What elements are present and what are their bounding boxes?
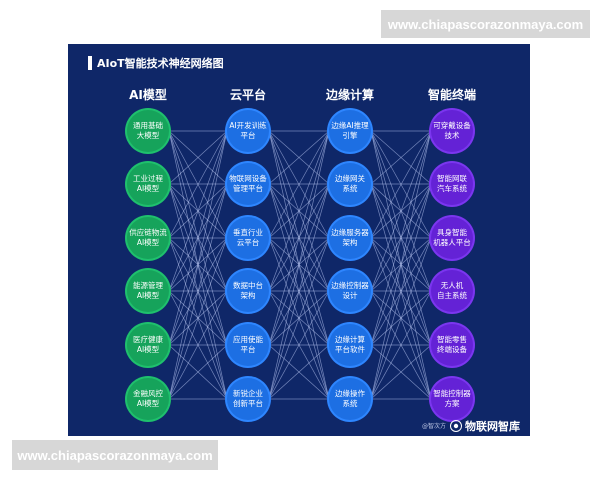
node-label: 可穿戴设备 技术 xyxy=(433,121,471,140)
node-edge-computing-5[interactable]: 边缘计算 平台软件 xyxy=(329,324,371,366)
watermark-bottom: www.chiapascorazonmaya.com xyxy=(12,440,218,470)
column-header-edge-computing: 边缘计算 xyxy=(325,88,374,102)
node-cloud-platform-1[interactable]: AI开发训练 平台 xyxy=(227,110,269,152)
node-ai-model-5[interactable]: 医疗健康 AI模型 xyxy=(127,324,169,366)
node-label: 垂直行业 云平台 xyxy=(233,228,263,247)
node-label: 边缘AI推理 引擎 xyxy=(331,121,369,140)
brand-logo-icon xyxy=(450,420,462,432)
node-label: 物联网设备 管理平台 xyxy=(229,174,267,193)
node-ai-model-4[interactable]: 能源管理 AI模型 xyxy=(127,270,169,312)
node-label: AI开发训练 平台 xyxy=(229,121,267,140)
node-smart-terminal-1[interactable]: 可穿戴设备 技术 xyxy=(431,110,473,152)
node-label: 供应链物流 AI模型 xyxy=(129,228,167,247)
column-header-cloud-platform: 云平台 xyxy=(229,88,266,102)
node-cloud-platform-4[interactable]: 数据中台 架构 xyxy=(227,270,269,312)
node-label: 通用基础 大模型 xyxy=(133,121,163,140)
node-ai-model-3[interactable]: 供应链物流 AI模型 xyxy=(127,217,169,259)
node-label: 边缘操作 系统 xyxy=(335,389,365,408)
node-ai-model-1[interactable]: 通用基础 大模型 xyxy=(127,110,169,152)
node-ai-model-6[interactable]: 金融风控 AI模型 xyxy=(127,378,169,420)
node-label: 能源管理 AI模型 xyxy=(133,281,163,300)
node-ai-model-2[interactable]: 工业过程 AI模型 xyxy=(127,163,169,205)
watermark-top: www.chiapascorazonmaya.com xyxy=(381,10,590,38)
node-edge-computing-2[interactable]: 边缘网关 系统 xyxy=(329,163,371,205)
title-accent-bar xyxy=(88,56,92,70)
node-smart-terminal-5[interactable]: 智能零售 终端设备 xyxy=(431,324,473,366)
node-smart-terminal-2[interactable]: 智能网联 汽车系统 xyxy=(431,163,473,205)
node-label: 医疗健康 AI模型 xyxy=(133,335,163,354)
column-header-ai-model: AI模型 xyxy=(129,88,167,102)
brand-name: 物联网智库 xyxy=(465,420,520,433)
node-label: 智能零售 终端设备 xyxy=(437,335,467,354)
node-label: 智能网联 汽车系统 xyxy=(437,174,467,193)
column-header-smart-terminal: 智能终端 xyxy=(427,88,476,102)
node-label: 边缘网关 系统 xyxy=(335,174,365,193)
node-smart-terminal-6[interactable]: 智能控制器 方案 xyxy=(431,378,473,420)
node-smart-terminal-4[interactable]: 无人机 自主系统 xyxy=(431,270,473,312)
node-cloud-platform-6[interactable]: 新锐企业 创新平台 xyxy=(227,378,269,420)
node-label: 工业过程 AI模型 xyxy=(133,174,163,193)
diagram-title: AIoT智能技术神经网络图 xyxy=(97,57,224,70)
node-cloud-platform-2[interactable]: 物联网设备 管理平台 xyxy=(227,163,269,205)
node-label: 应用使能 平台 xyxy=(233,335,263,354)
node-label: 无人机 自主系统 xyxy=(437,281,467,300)
node-label: 边缘计算 平台软件 xyxy=(335,335,365,354)
node-cloud-platform-5[interactable]: 应用使能 平台 xyxy=(227,324,269,366)
node-edge-computing-6[interactable]: 边缘操作 系统 xyxy=(329,378,371,420)
node-edge-computing-1[interactable]: 边缘AI推理 引擎 xyxy=(329,110,371,152)
node-edge-computing-4[interactable]: 边缘控制器 设计 xyxy=(329,270,371,312)
node-smart-terminal-3[interactable]: 具身智能 机器人平台 xyxy=(431,217,473,259)
node-label: 边缘控制器 设计 xyxy=(331,281,369,300)
node-label: 具身智能 机器人平台 xyxy=(433,228,471,247)
node-label: 数据中台 架构 xyxy=(233,281,263,300)
node-cloud-platform-3[interactable]: 垂直行业 云平台 xyxy=(227,217,269,259)
node-label: 智能控制器 方案 xyxy=(433,389,471,408)
node-label: 边缘服务器 架构 xyxy=(331,228,369,247)
source-label: @智次方 xyxy=(422,423,447,430)
node-edge-computing-3[interactable]: 边缘服务器 架构 xyxy=(329,217,371,259)
node-label: 金融风控 AI模型 xyxy=(133,389,163,408)
node-label: 新锐企业 创新平台 xyxy=(233,389,263,408)
brand-label: 物联网智库 xyxy=(450,418,520,434)
